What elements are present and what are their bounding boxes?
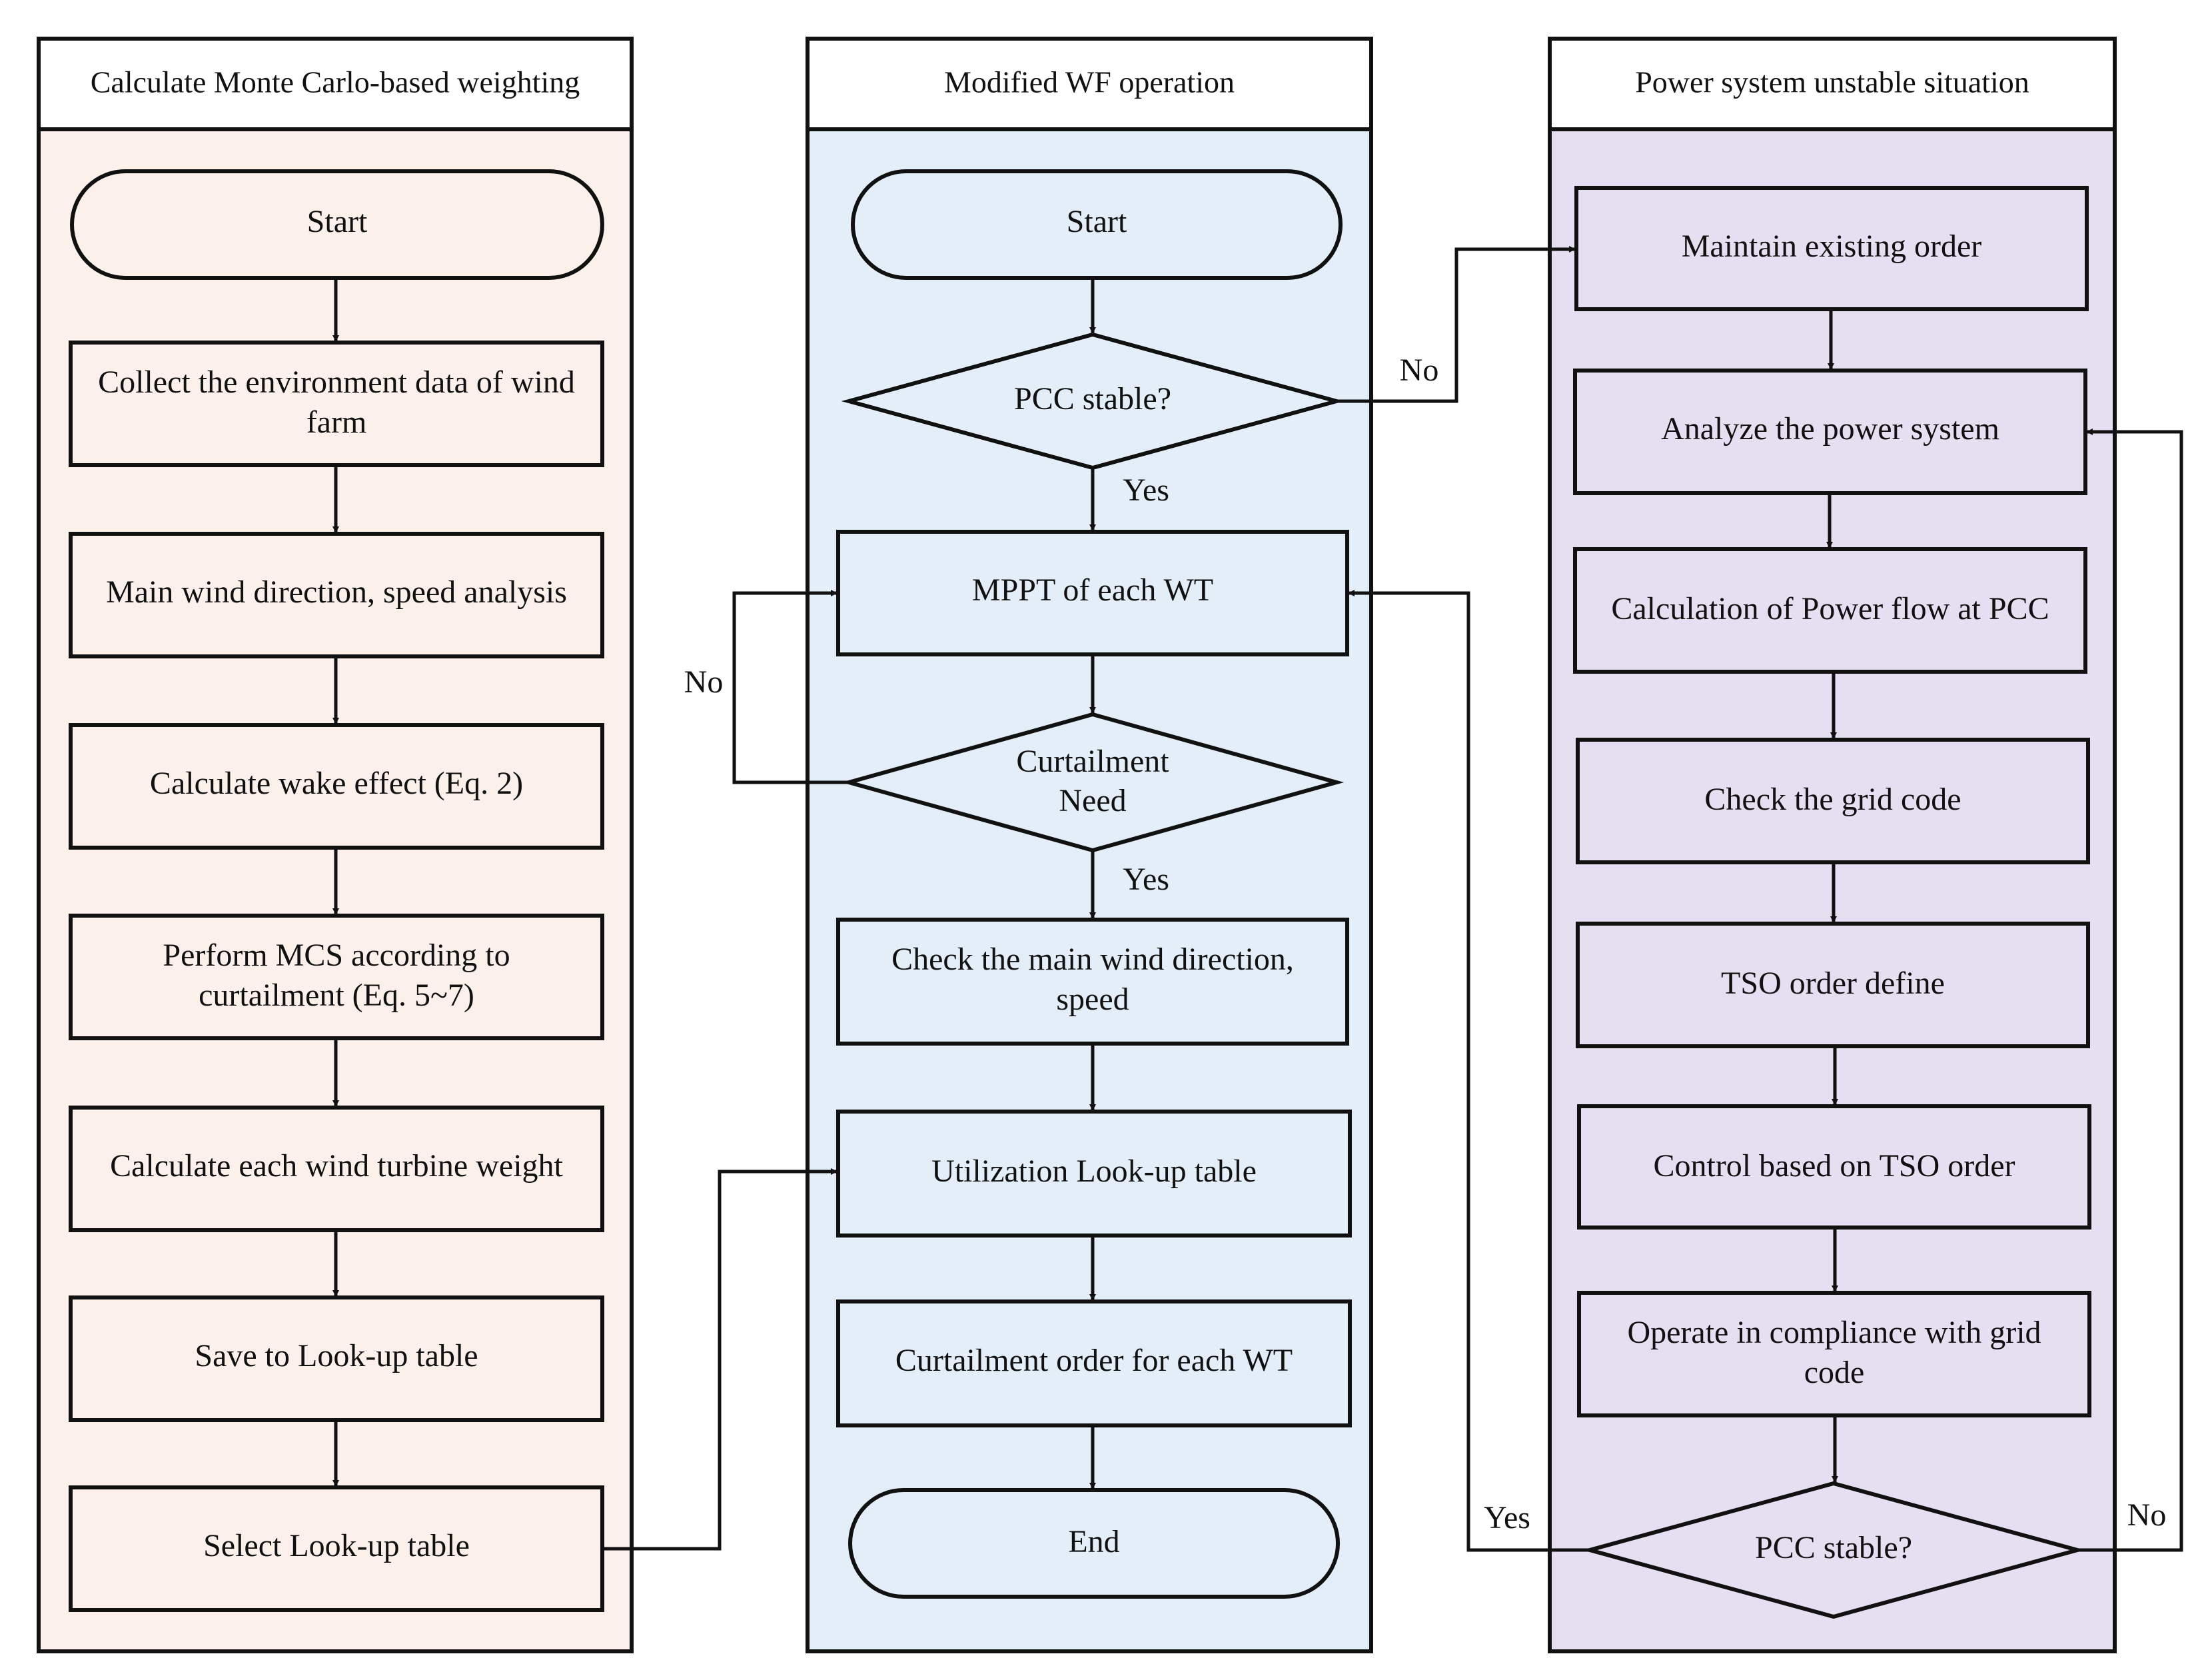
wf-mppt-label: MPPT of each WT <box>972 572 1213 608</box>
edge-label-pcc-yes: Yes <box>1123 472 1169 508</box>
mc-turbine-weight-process <box>69 1106 604 1232</box>
mc-start-label: Start <box>307 204 368 239</box>
ps-comply-process <box>1577 1291 2091 1417</box>
wf-check-wind-label-line2: speed <box>1056 982 1129 1017</box>
ps-analyze-label: Analyze the power system <box>1661 411 1999 446</box>
connectors <box>332 246 2183 1552</box>
wf-utilization-label: Utilization Look-up table <box>931 1154 1257 1189</box>
wf-curtailment-order-label: Curtailment order for each WT <box>895 1343 1293 1378</box>
lane-monte-carlo-header <box>37 37 634 131</box>
arrow-pcc-no-to-maintain <box>1337 246 1576 403</box>
ps-analyze-process <box>1573 369 2087 495</box>
mc-wake-effect-process <box>69 723 604 850</box>
ps-grid-code-process <box>1576 738 2090 864</box>
edge-labels: No Yes No Yes Yes No <box>684 353 2167 1535</box>
wf-curtailment-order-process <box>836 1299 1352 1427</box>
mc-wake-effect-label: Calculate wake effect (Eq. 2) <box>150 766 523 801</box>
ps-maintain-process <box>1574 186 2089 311</box>
edge-label-pcc-no: No <box>1400 353 1439 388</box>
mc-save-table-label: Save to Look-up table <box>195 1338 478 1373</box>
ps-comply-label-line2: code <box>1804 1355 1865 1390</box>
ps-pcc-stable-decision <box>1582 1481 2085 1619</box>
ps-tso-define-label: TSO order define <box>1721 966 1945 1001</box>
mc-mcs-label-line2: curtailment (Eq. 5~7) <box>199 978 474 1013</box>
ps-pcc-stable-label: PCC stable? <box>1755 1530 1912 1565</box>
edge-label-final-yes: Yes <box>1484 1500 1530 1535</box>
mc-collect-process <box>69 341 604 467</box>
lane-wf-operation-title: Modified WF operation <box>944 65 1235 99</box>
mc-select-table-label: Select Look-up table <box>203 1528 470 1563</box>
wf-curtailment-need-label-line2: Need <box>1059 783 1126 818</box>
wf-curtailment-need-label-line1: Curtailment <box>1016 744 1169 779</box>
arrow-curtail-no-to-mppt <box>732 590 849 784</box>
ps-tso-define-process <box>1576 922 2090 1048</box>
wf-start-terminal <box>851 169 1343 280</box>
ps-comply-label-line1: Operate in compliance with grid <box>1627 1315 2041 1350</box>
mc-wind-analysis-label: Main wind direction, speed analysis <box>106 574 567 610</box>
lane-unstable-title: Power system unstable situation <box>1635 65 2029 99</box>
wf-utilization-process <box>836 1110 1352 1238</box>
wf-end-label: End <box>1068 1524 1119 1559</box>
ps-grid-code-label: Check the grid code <box>1704 782 1961 817</box>
edge-label-curtail-no: No <box>684 664 724 700</box>
mc-collect-label-line1: Collect the environment data of wind <box>98 365 575 400</box>
wf-end-terminal <box>848 1488 1340 1599</box>
lane-unstable-header <box>1548 37 2117 131</box>
mc-mcs-label-line1: Perform MCS according to <box>163 938 510 973</box>
arrow-final-no-to-analyze <box>2077 428 2183 1552</box>
wf-start-label: Start <box>1067 204 1127 239</box>
edge-label-curtail-yes: Yes <box>1123 862 1169 897</box>
lane-unstable: Power system unstable situation Maintain… <box>1548 37 2117 1653</box>
wf-check-wind-label-line1: Check the main wind direction, <box>891 942 1294 977</box>
ps-maintain-label: Maintain existing order <box>1682 229 1982 264</box>
mc-turbine-weight-label: Calculate each wind turbine weight <box>110 1148 563 1184</box>
arrow-final-yes-to-mppt <box>1348 590 1590 1552</box>
mc-mcs-process <box>69 914 604 1040</box>
lane-wf-operation-header <box>806 37 1373 131</box>
ps-control-tso-label: Control based on TSO order <box>1653 1148 2015 1184</box>
edge-label-final-no: No <box>2127 1497 2167 1533</box>
mc-save-table-process <box>69 1295 604 1422</box>
lane-monte-carlo-title: Calculate Monte Carlo-based weighting <box>91 65 580 99</box>
arrow-select-to-utilization <box>602 1168 837 1551</box>
mc-wind-analysis-process <box>69 532 604 658</box>
wf-pcc-stable-label: PCC stable? <box>1014 381 1171 417</box>
mc-collect-label-line2: farm <box>306 405 367 440</box>
lane-wf-operation: Modified WF operation Start PCC stable? … <box>806 37 1373 1653</box>
ps-control-tso-process <box>1577 1104 2091 1230</box>
ps-power-flow-label: Calculation of Power flow at PCC <box>1611 591 2049 626</box>
ps-power-flow-process <box>1573 547 2087 674</box>
mc-select-table-process <box>69 1485 604 1612</box>
